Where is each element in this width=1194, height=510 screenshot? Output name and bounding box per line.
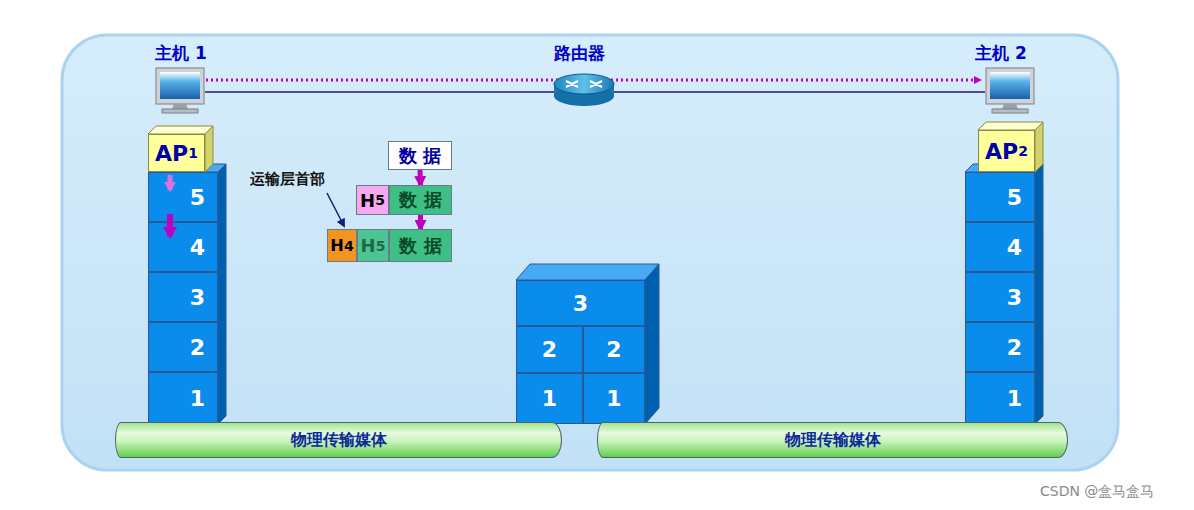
computer-icon [156, 68, 204, 113]
medium-tube: 物理传输媒体 [597, 422, 1068, 458]
subscript: 5 [375, 192, 385, 208]
data-box: 数 据 [389, 229, 452, 262]
layer-box: 1 [583, 373, 645, 424]
note-label: 运输层首部 [250, 170, 325, 189]
box-text: AP [985, 139, 1018, 164]
watermark: CSDN @盒马盒马 [1040, 483, 1154, 501]
computer-icon [986, 68, 1034, 113]
box-text: 3 [190, 285, 205, 310]
layer-box: 2 [965, 322, 1035, 372]
box-text: 5 [190, 185, 205, 210]
data-box: 数 据 [389, 185, 452, 215]
box-text: 数 据 [399, 144, 441, 168]
layer-box: 2 [583, 326, 645, 373]
leader-line [327, 193, 344, 226]
box-text: 1 [542, 386, 557, 411]
box-text: 物理传输媒体 [785, 430, 881, 451]
box-text: 4 [190, 235, 205, 260]
box-text: H [330, 236, 344, 255]
layer-box: 4 [965, 222, 1035, 272]
box-text: 物理传输媒体 [291, 430, 387, 451]
header-box: H5 [356, 185, 389, 215]
subscript: 2 [1018, 143, 1028, 159]
flow-arrow [418, 170, 424, 185]
layer-box: 2 [148, 322, 218, 372]
host-label: 主机 2 [975, 42, 1027, 65]
layer-box: 4 [148, 222, 218, 272]
layer-box: 5 [965, 172, 1035, 222]
box-text: 数 据 [399, 188, 441, 212]
layer-box: 3 [148, 272, 218, 322]
layer-box: 1 [148, 372, 218, 424]
box-text: H [361, 235, 376, 256]
background-panel [62, 35, 1118, 470]
flow-arrow [418, 215, 423, 229]
device-label: 路由器 [554, 42, 605, 65]
box-text: H [360, 190, 375, 211]
layer-box: 5 [148, 172, 218, 222]
layer-box: 3 [965, 272, 1035, 322]
medium-tube: 物理传输媒体 [115, 422, 562, 458]
subscript: 1 [188, 145, 198, 161]
subscript: 5 [376, 238, 386, 254]
box-text: 2 [190, 335, 205, 360]
app-box: AP2 [978, 130, 1035, 172]
box-text: 2 [542, 337, 557, 362]
layer-box: 1 [965, 372, 1035, 424]
box-text: AP [155, 141, 188, 166]
box-text: 1 [606, 386, 621, 411]
app-box: AP1 [148, 134, 205, 172]
header-box: H4 [327, 229, 357, 262]
stack-faces [965, 122, 1043, 424]
box-text: 1 [190, 386, 205, 411]
box-text: 1 [1007, 386, 1022, 411]
layer-box: 1 [516, 373, 583, 424]
header-box: H5 [357, 229, 389, 262]
box-text: 2 [606, 337, 621, 362]
subscript: 4 [344, 238, 354, 254]
box-text: 3 [1007, 285, 1022, 310]
router-icon [554, 74, 614, 106]
host-label: 主机 1 [155, 42, 207, 65]
box-text: 数 据 [399, 234, 441, 258]
stack-faces [516, 264, 659, 424]
box-text: 3 [573, 291, 588, 316]
data-box: 数 据 [388, 141, 452, 170]
box-text: 4 [1007, 235, 1022, 260]
layer-box: 3 [516, 280, 645, 326]
box-text: 2 [1007, 335, 1022, 360]
box-text: 5 [1007, 185, 1022, 210]
stack-faces [148, 126, 226, 424]
layer-box: 2 [516, 326, 583, 373]
